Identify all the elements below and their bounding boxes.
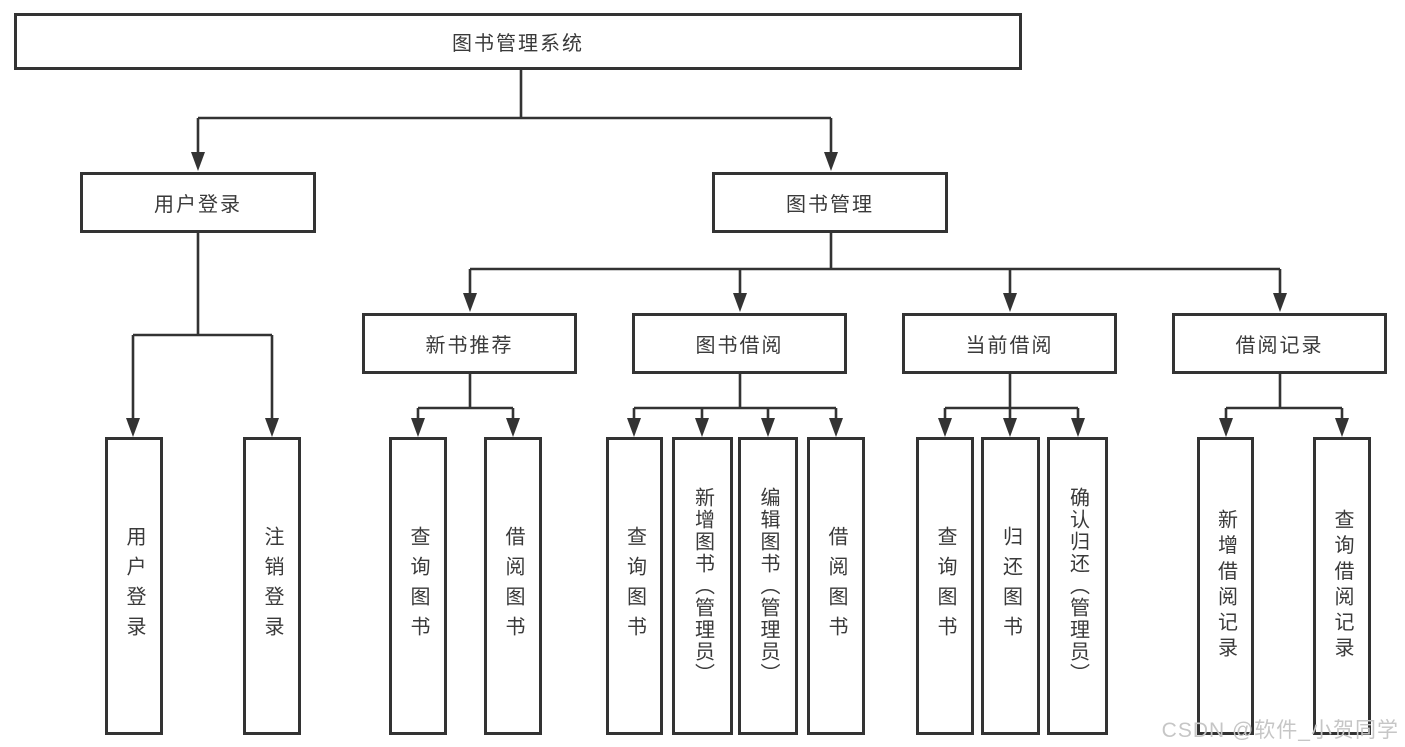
leaf-query-book-current: 查询图书 xyxy=(916,437,974,735)
node-user-login-label: 用户登录 xyxy=(154,194,242,216)
leaf-user-login-label: 用户登录 xyxy=(123,526,145,646)
leaf-return-book-label: 归还图书 xyxy=(999,526,1022,646)
node-borrow-record-label: 借阅记录 xyxy=(1235,335,1324,357)
node-current-borrow-label: 当前借阅 xyxy=(965,335,1054,357)
leaf-edit-book-admin: 编辑图书（管理员） xyxy=(738,437,798,735)
node-book-borrow: 图书借阅 xyxy=(632,313,847,374)
leaf-logout: 注销登录 xyxy=(243,437,301,735)
leaf-confirm-return-admin-label: 确认归还（管理员） xyxy=(1066,487,1089,685)
leaf-query-book-borrow: 查询图书 xyxy=(606,437,663,735)
leaf-user-login: 用户登录 xyxy=(105,437,163,735)
node-root-label: 图书管理系统 xyxy=(452,33,584,55)
node-book-borrow-label: 图书借阅 xyxy=(695,335,784,357)
leaf-query-book-recommend-label: 查询图书 xyxy=(407,526,429,646)
leaf-borrow-book-recommend-label: 借阅图书 xyxy=(502,526,524,646)
leaf-logout-label: 注销登录 xyxy=(261,526,283,646)
leaf-borrow-book: 借阅图书 xyxy=(807,437,865,735)
node-new-book-recommend-label: 新书推荐 xyxy=(425,335,514,357)
leaf-add-book-admin-label: 新增图书（管理员） xyxy=(691,487,714,685)
leaf-add-book-admin: 新增图书（管理员） xyxy=(672,437,733,735)
node-root: 图书管理系统 xyxy=(14,13,1022,70)
node-book-management: 图书管理 xyxy=(712,172,948,233)
leaf-query-borrow-record: 查询借阅记录 xyxy=(1313,437,1371,735)
node-user-login: 用户登录 xyxy=(80,172,316,233)
leaf-borrow-book-recommend: 借阅图书 xyxy=(484,437,542,735)
leaf-confirm-return-admin: 确认归还（管理员） xyxy=(1047,437,1108,735)
node-current-borrow: 当前借阅 xyxy=(902,313,1117,374)
leaf-query-book-recommend: 查询图书 xyxy=(389,437,447,735)
node-new-book-recommend: 新书推荐 xyxy=(362,313,577,374)
leaf-add-borrow-record-label: 新增借阅记录 xyxy=(1214,509,1237,663)
node-borrow-record: 借阅记录 xyxy=(1172,313,1387,374)
leaf-borrow-book-label: 借阅图书 xyxy=(825,526,847,646)
leaf-edit-book-admin-label: 编辑图书（管理员） xyxy=(757,487,779,685)
leaf-query-book-borrow-label: 查询图书 xyxy=(623,526,646,646)
node-book-management-label: 图书管理 xyxy=(786,194,874,216)
leaf-return-book: 归还图书 xyxy=(981,437,1040,735)
leaf-query-book-current-label: 查询图书 xyxy=(934,526,956,646)
leaf-add-borrow-record: 新增借阅记录 xyxy=(1197,437,1254,735)
watermark: CSDN @软件_小贺同学 xyxy=(1161,719,1399,742)
leaf-query-borrow-record-label: 查询借阅记录 xyxy=(1331,509,1353,663)
